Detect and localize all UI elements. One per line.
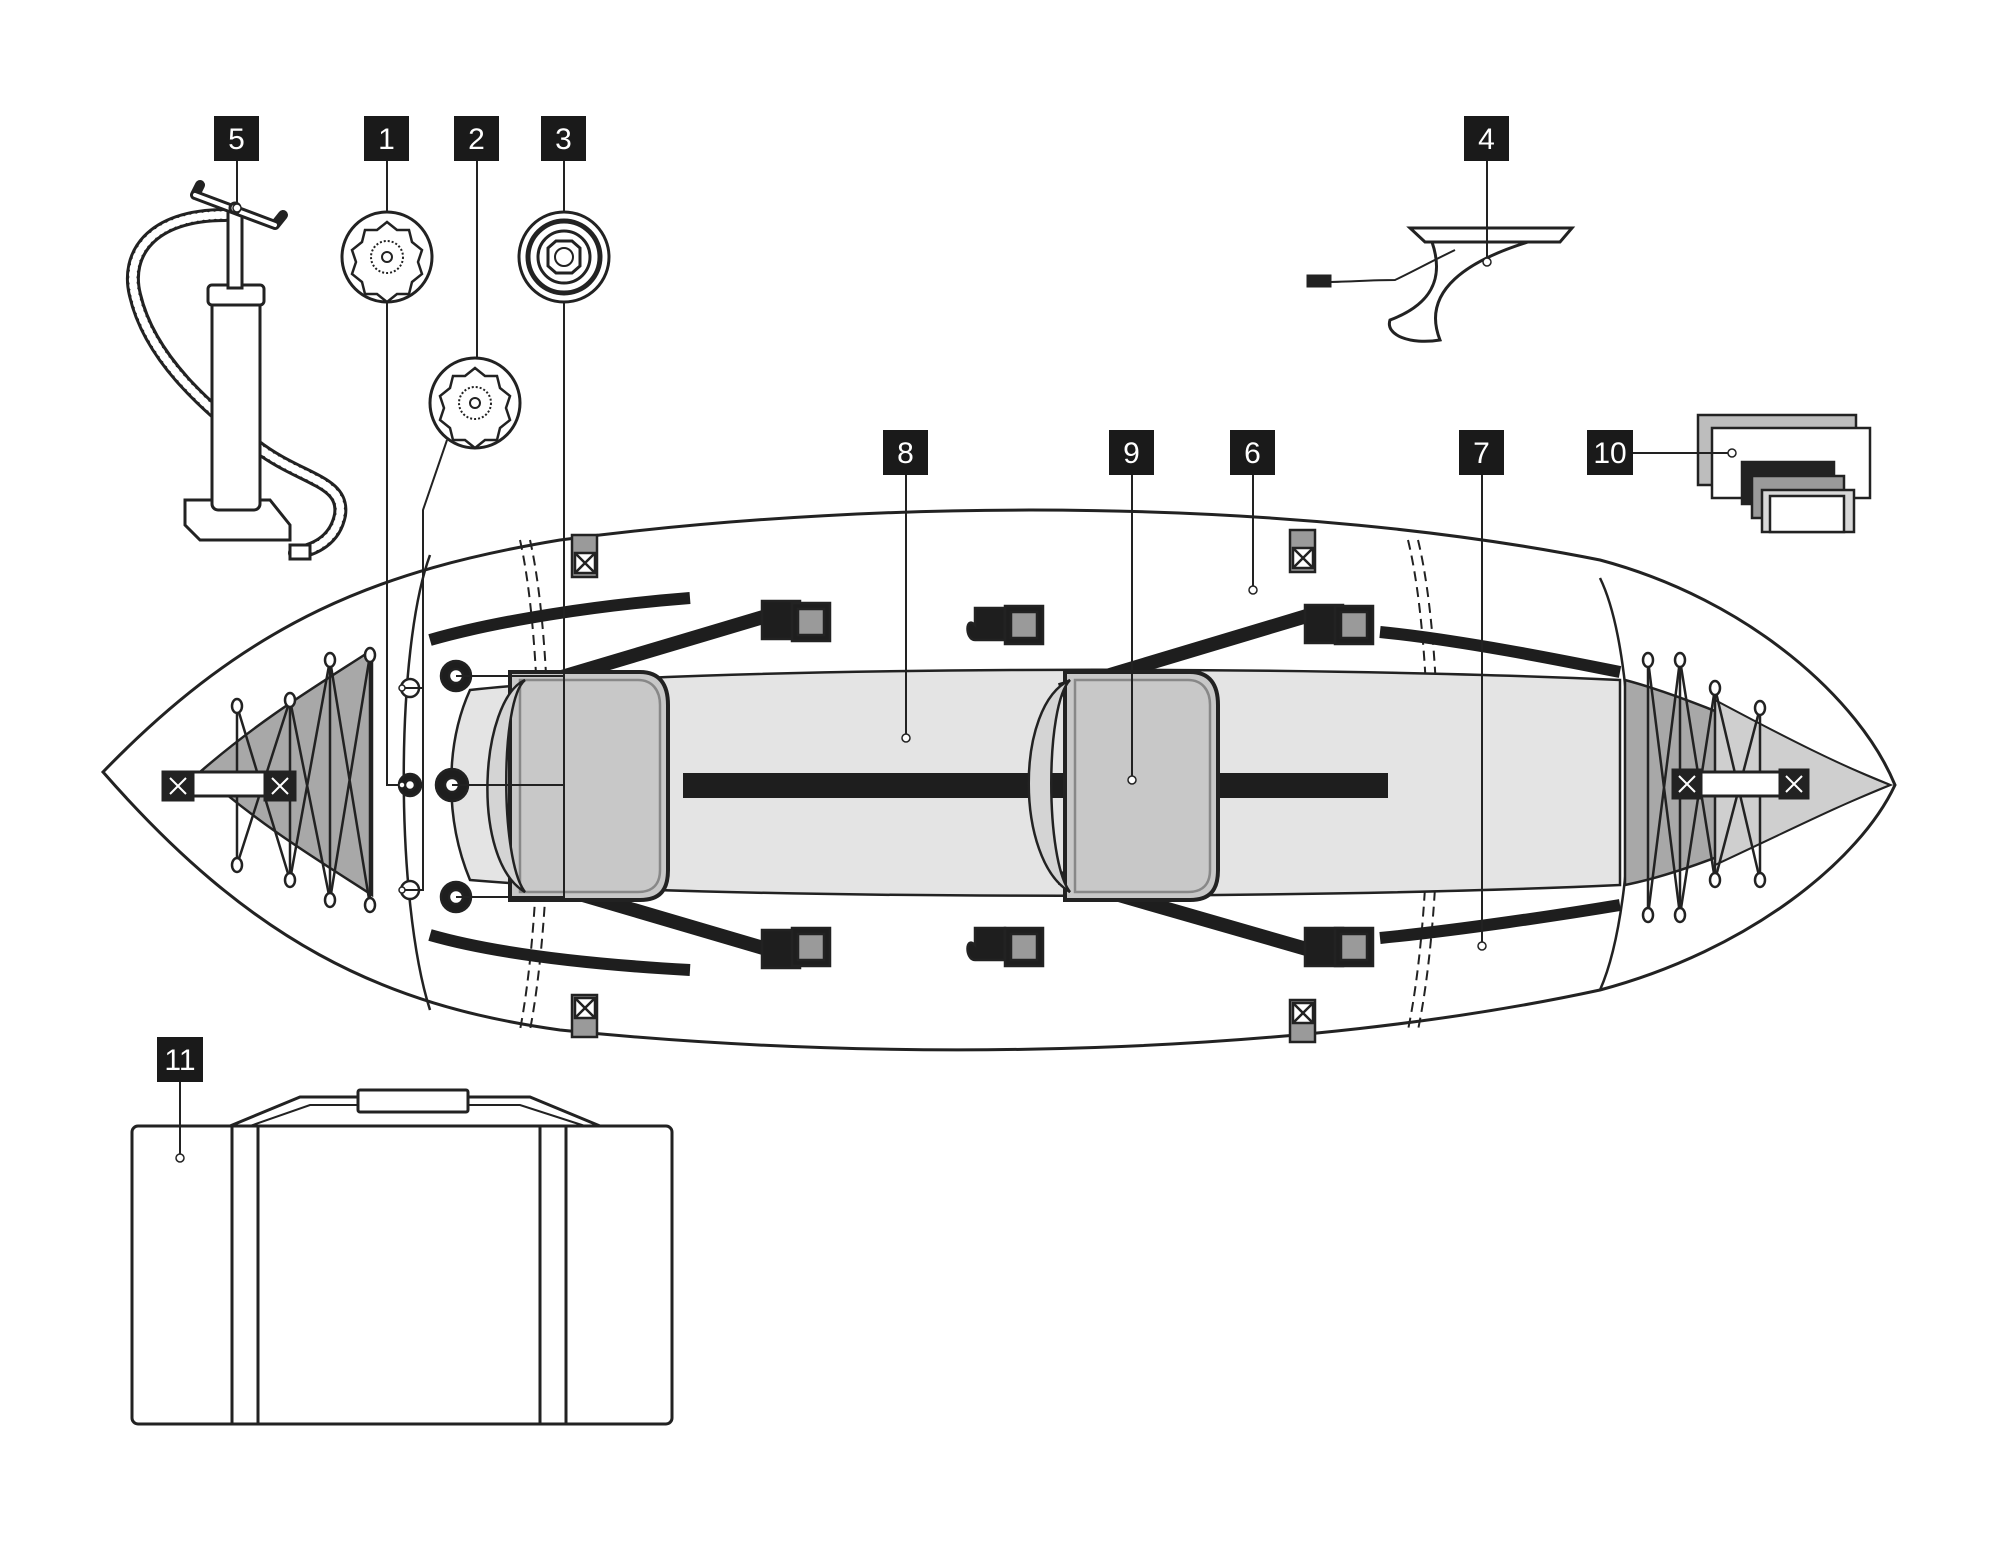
- pump-base: [183, 498, 292, 542]
- rear-seat: [1027, 670, 1220, 902]
- fin: [1306, 226, 1576, 343]
- carry-bag: [130, 1088, 674, 1426]
- tie-down-patches: [570, 528, 1317, 1044]
- callout-1: 1: [364, 116, 409, 161]
- bow-deck-rings: [230, 646, 377, 914]
- valve-3: [517, 210, 611, 304]
- callout-5: 5: [214, 116, 259, 161]
- callout-4: 4: [1464, 116, 1509, 161]
- valve-1: [340, 210, 434, 304]
- callout-11: 11: [157, 1037, 203, 1082]
- hand-pump: [125, 180, 348, 561]
- hull-valves: [397, 659, 473, 914]
- repair-patches: [1696, 413, 1872, 534]
- stern-deck-rings: [1641, 651, 1767, 924]
- callout-8-label: 8: [897, 437, 914, 470]
- callout-5-label: 5: [228, 123, 245, 156]
- callout-1-label: 1: [378, 123, 395, 156]
- callout-6-label: 6: [1244, 437, 1261, 470]
- pump-cylinder: [210, 283, 262, 512]
- callout-9-label: 9: [1123, 437, 1140, 470]
- bow-carry-handle: [161, 770, 297, 802]
- callout-2-label: 2: [468, 123, 485, 156]
- callout-10: 10: [1587, 430, 1633, 475]
- callout-3-label: 3: [555, 123, 572, 156]
- kayak: [100, 508, 1897, 1052]
- callout-10-label: 10: [1593, 437, 1626, 470]
- valve-2: [428, 356, 522, 450]
- callout-7: 7: [1459, 430, 1504, 475]
- strap-anchors: [760, 599, 1375, 970]
- fin-blade: [1387, 240, 1529, 343]
- callout-2: 2: [454, 116, 499, 161]
- bag-body: [130, 1124, 674, 1426]
- leader-dots: [175, 203, 1737, 1163]
- stern-carry-handle: [1671, 768, 1810, 800]
- callout-11-label: 11: [164, 1044, 195, 1077]
- leader-lines: [179, 158, 1732, 1158]
- callout-7-label: 7: [1473, 437, 1490, 470]
- callout-8: 8: [883, 430, 928, 475]
- callout-6: 6: [1230, 430, 1275, 475]
- bag-handle: [356, 1088, 470, 1114]
- callout-4-label: 4: [1478, 123, 1495, 156]
- callout-3: 3: [541, 116, 586, 161]
- callout-9: 9: [1109, 430, 1154, 475]
